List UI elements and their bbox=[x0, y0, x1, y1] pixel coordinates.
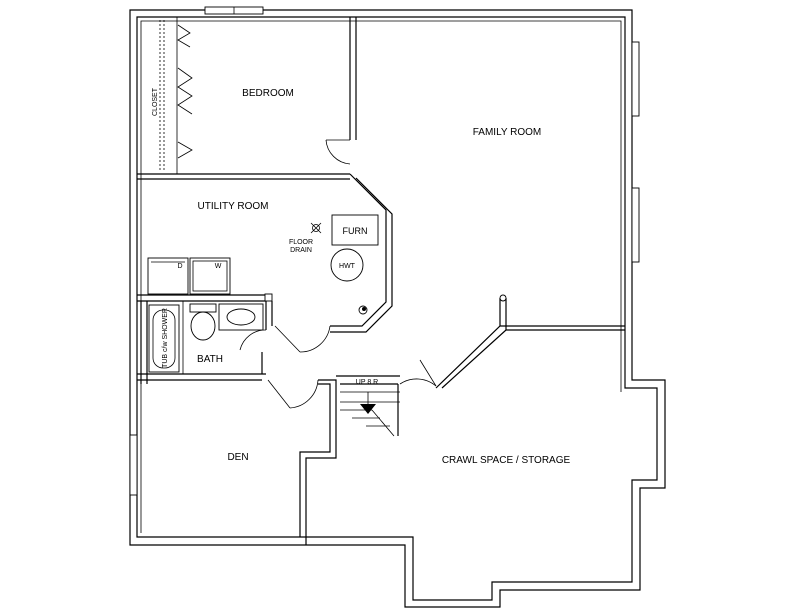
sump-pit-icon bbox=[358, 305, 368, 315]
dryer-label: D bbox=[177, 263, 182, 270]
den-door-arc bbox=[289, 379, 319, 409]
hot-water-tank bbox=[330, 248, 364, 282]
room-label-bath: BATH bbox=[197, 354, 223, 365]
tub-shower-label: TUB c/w SHOWER bbox=[162, 308, 169, 368]
window-family-room-lower bbox=[631, 187, 640, 263]
room-label-bedroom: BEDROOM bbox=[242, 88, 294, 99]
bifold-door-2[interactable] bbox=[177, 67, 193, 115]
floor-drain-label-1: FLOOR bbox=[289, 239, 313, 246]
washer-label: W bbox=[215, 263, 222, 270]
stairs[interactable] bbox=[336, 375, 400, 437]
floor-drain-icon bbox=[310, 222, 322, 234]
wall-family-south-2 bbox=[441, 329, 625, 389]
toilet bbox=[189, 303, 217, 341]
wall-family-south bbox=[435, 325, 625, 389]
window-bedroom bbox=[204, 6, 264, 15]
exterior-wall-inner bbox=[136, 16, 658, 601]
stairs-arrow-icon bbox=[360, 404, 376, 414]
wall-post bbox=[264, 293, 273, 302]
washer bbox=[189, 257, 231, 295]
room-label-closet: CLOSET bbox=[152, 87, 159, 116]
bedroom-door-arc bbox=[325, 139, 351, 165]
crawl-door[interactable] bbox=[419, 359, 437, 387]
bifold-door-1[interactable] bbox=[177, 24, 191, 48]
bifold-door-3[interactable] bbox=[177, 141, 193, 159]
bath-door-arc bbox=[239, 329, 267, 351]
wall-den-east-2 bbox=[299, 383, 331, 537]
wall-utility-east-2 bbox=[330, 177, 393, 333]
furnace-label: FURN bbox=[343, 226, 368, 236]
stairs-label: UP 8 R bbox=[356, 379, 378, 386]
room-label-crawl-space: CRAWL SPACE / STORAGE bbox=[442, 455, 571, 466]
wall-post-2 bbox=[499, 294, 507, 302]
window-den bbox=[129, 434, 138, 496]
wall-den-east bbox=[305, 379, 337, 545]
room-label-family-room: FAMILY ROOM bbox=[473, 127, 542, 138]
vanity-sink bbox=[218, 303, 264, 331]
crawl-door-arc bbox=[399, 378, 437, 387]
dryer bbox=[147, 257, 189, 295]
utility-door[interactable] bbox=[274, 325, 301, 353]
floor-drain-label-2: DRAIN bbox=[290, 247, 312, 254]
exterior-wall-mid bbox=[140, 20, 622, 533]
utility-door-arc bbox=[299, 325, 331, 353]
window-family-room-upper bbox=[631, 41, 640, 117]
room-label-den: DEN bbox=[227, 452, 248, 463]
room-label-utility-room: UTILITY ROOM bbox=[198, 201, 269, 212]
hwt-label: HWT bbox=[339, 263, 356, 270]
wall-utility-east bbox=[330, 173, 387, 327]
den-door[interactable] bbox=[267, 379, 291, 409]
furnace bbox=[331, 214, 379, 246]
